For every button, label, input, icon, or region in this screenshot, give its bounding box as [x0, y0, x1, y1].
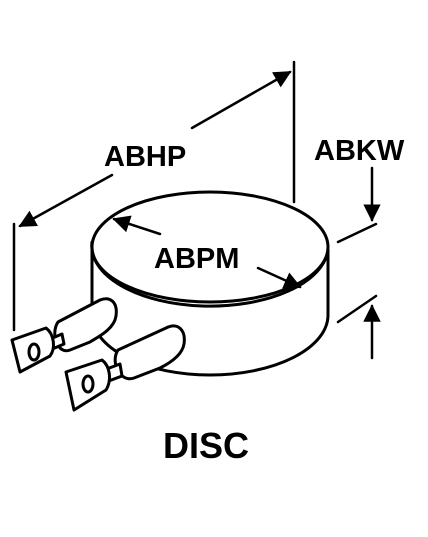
label-abpm: ABPM: [154, 243, 239, 275]
label-abhp: ABHP: [104, 141, 186, 173]
label-abkw: ABKW: [314, 135, 405, 167]
label-component-name: DISC: [163, 425, 249, 466]
disc-top-face: [90, 190, 330, 304]
abpm-arrow-right: [256, 266, 302, 289]
abkw-extension-bottom: [336, 294, 378, 324]
abpm-arrow-left: [112, 215, 162, 236]
abhp-dimension-line-lower: [18, 173, 114, 228]
lead-2-terminal-hole: [81, 374, 95, 394]
lead-1-terminal-hole: [27, 342, 41, 362]
abhp-dimension-line-upper: [190, 70, 292, 130]
abkw-extension-top: [336, 222, 378, 244]
